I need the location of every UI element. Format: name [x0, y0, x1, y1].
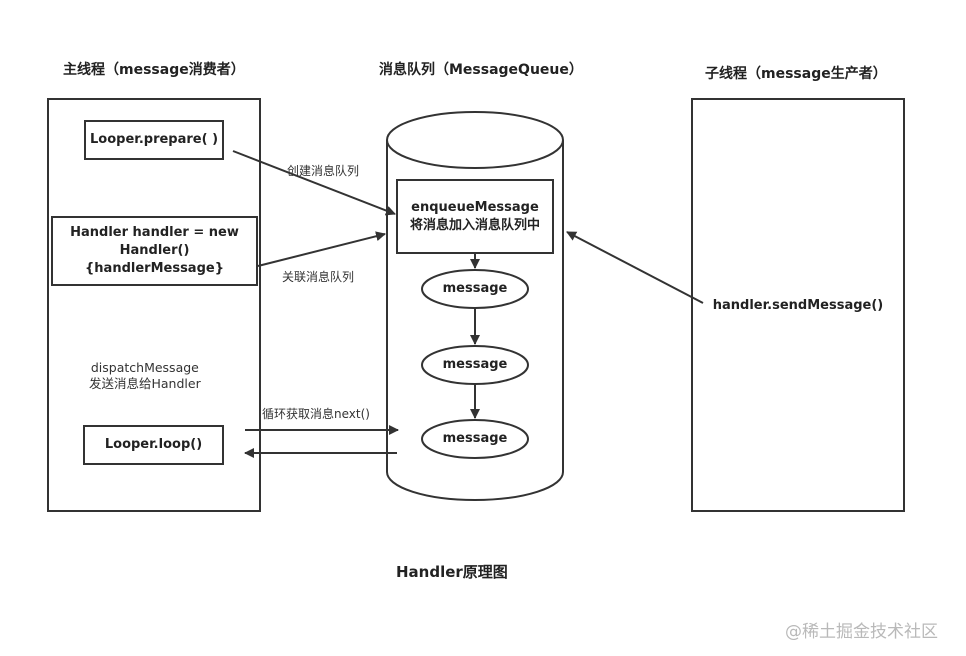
create-queue-label: 创建消息队列 [287, 164, 360, 178]
main-thread-title: 主线程（message消费者） [63, 62, 245, 78]
looper-prepare-box [84, 120, 224, 160]
message-label-1: message [442, 281, 508, 296]
watermark: @稀土掘金技术社区 [785, 622, 938, 642]
queue-title: 消息队列（MessageQueue） [379, 62, 583, 78]
arrow-handler-to-queue [257, 231, 386, 267]
message-label-3: message [442, 431, 508, 446]
dispatch-message-label: dispatchMessage 发送消息给Handler [89, 360, 201, 391]
message-ellipse-3 [421, 419, 529, 459]
looper-loop-label: Looper.loop() [104, 437, 203, 452]
handler-create-label: Handler handler = new Handler() {handler… [70, 225, 239, 276]
send-message-label: handler.sendMessage() [712, 298, 884, 313]
looper-loop-box [83, 425, 224, 465]
loop-next-label: 循环获取消息next() [262, 407, 370, 421]
sub-thread-container [691, 98, 905, 512]
arrow-prepare-to-queue [232, 150, 396, 216]
sub-thread-title: 子线程（message生产者） [705, 66, 887, 82]
looper-prepare-label: Looper.prepare( ) [90, 131, 219, 147]
associate-queue-label: 关联消息队列 [282, 270, 355, 284]
arrow-send-to-queue [566, 231, 704, 304]
enqueue-label: enqueueMessage 将消息加入消息队列中 [409, 199, 540, 233]
handler-create-box [51, 216, 258, 286]
diagram-title: Handler原理图 [396, 563, 508, 581]
main-thread-container [47, 98, 261, 512]
message-label-2: message [442, 357, 508, 372]
